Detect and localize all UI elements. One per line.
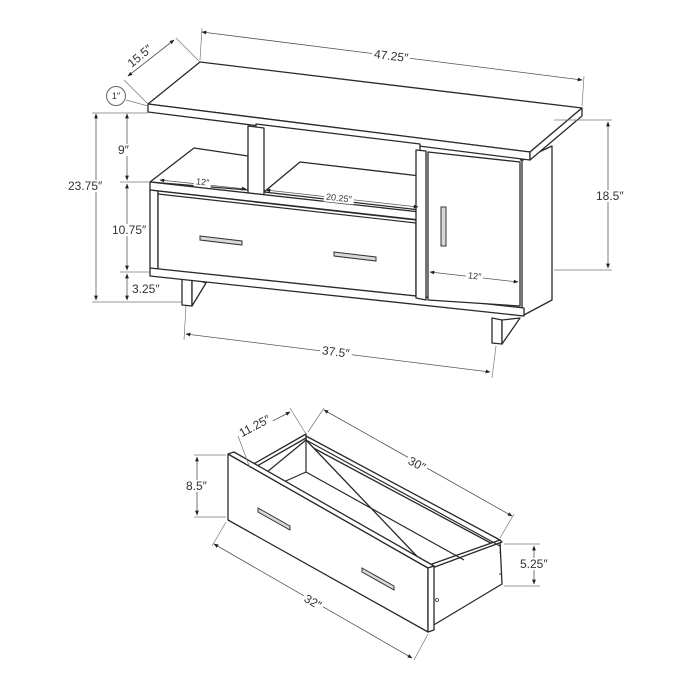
shelf-partition [247, 125, 265, 199]
cabinet-height-label: 18.5″ [594, 189, 626, 203]
stand-legs [181, 275, 521, 345]
drawer-handle-right [333, 251, 377, 262]
drawer-section-height-label: 10.75″ [110, 223, 149, 237]
drawer-handle-left [257, 507, 291, 531]
door-handle [440, 206, 447, 247]
drawer-side-height-label: 5.25″ [518, 557, 550, 571]
cabinet-door [427, 151, 521, 307]
leg-spacing-label: 37.5″ [319, 343, 353, 361]
cabinet-side-panel [521, 145, 553, 317]
drawer-handle-left [199, 235, 243, 246]
leg-height-label: 3.25″ [130, 282, 162, 296]
left-shelf-width-label: 12″ [193, 176, 212, 188]
drawer-drawing [194, 407, 540, 661]
open-shelf-height-label: 9″ [116, 143, 131, 157]
total-height-label: 23.75″ [66, 179, 105, 193]
tv-stand-drawing [92, 27, 612, 379]
door-width-label: 12″ [465, 270, 484, 282]
top-thickness-callout: 1″ [106, 86, 126, 106]
drawer-front-height-label: 8.5″ [184, 479, 209, 493]
